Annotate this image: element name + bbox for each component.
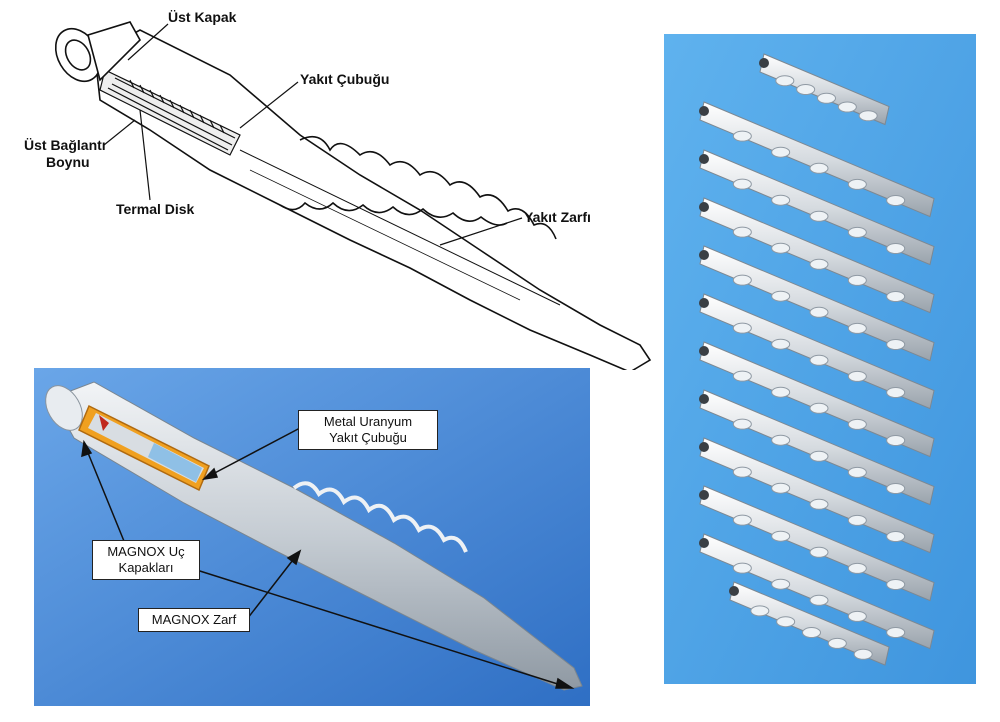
fuel-element-rod bbox=[699, 149, 935, 266]
sketch-leader-lines bbox=[103, 23, 523, 246]
top-end-cap bbox=[45, 385, 83, 431]
fuel-element-rod bbox=[699, 341, 935, 458]
label-magnox-can-text: MAGNOX Zarf bbox=[151, 612, 237, 627]
uranium-fuel-rod bbox=[148, 443, 202, 482]
label-top-cap: Üst Kapak bbox=[168, 9, 237, 25]
fuel-element-rod bbox=[699, 245, 935, 362]
fuel-element-sketch: Üst Kapak Yakıt Çubuğu Üst Bağlantı Boyn… bbox=[24, 9, 652, 370]
annotated-fuel-element-photo: Metal Uranyum Yakıt Çubuğu MAGNOX Uç Kap… bbox=[34, 368, 590, 706]
label-metal-uranium-fuel-rod: Metal Uranyum Yakıt Çubuğu bbox=[298, 410, 438, 450]
fuel-element-rod bbox=[759, 53, 890, 126]
fuel-element-rod bbox=[699, 485, 935, 602]
fuel-element-rod bbox=[699, 533, 935, 650]
fuel-element-rod bbox=[699, 293, 935, 410]
fuel-element-rod bbox=[699, 197, 935, 314]
fuel-element-rod bbox=[699, 389, 935, 506]
fuel-element-rod bbox=[729, 581, 890, 666]
label-end-caps-line2: Kapakları bbox=[118, 560, 174, 575]
label-top-neck-line1: Üst Bağlantı bbox=[24, 137, 106, 153]
fuel-element-rod bbox=[699, 101, 935, 218]
label-magnox-can: MAGNOX Zarf bbox=[138, 608, 250, 632]
label-end-caps-line1: MAGNOX Uç bbox=[107, 544, 185, 559]
label-magnox-end-caps: MAGNOX Uç Kapakları bbox=[92, 540, 200, 580]
sketch-fuel-element-body bbox=[94, 29, 652, 370]
label-fuel-rod: Yakıt Çubuğu bbox=[300, 71, 389, 87]
fuel-elements-row bbox=[699, 53, 935, 666]
fuel-element-rod bbox=[699, 437, 935, 554]
label-fuel-can: Yakıt Zarfı bbox=[524, 209, 591, 225]
label-top-neck-line2: Boynu bbox=[46, 154, 90, 170]
label-metal-uranium-line2: Yakıt Çubuğu bbox=[329, 430, 407, 445]
label-metal-uranium-line1: Metal Uranyum bbox=[323, 414, 413, 429]
label-thermal-disk: Termal Disk bbox=[116, 201, 195, 217]
sketch-fuel-rod-cutaway bbox=[99, 69, 561, 306]
photo-leader-arrows bbox=[81, 427, 575, 689]
fuel-elements-photo bbox=[664, 34, 976, 684]
sketch-top-neck bbox=[54, 21, 141, 83]
